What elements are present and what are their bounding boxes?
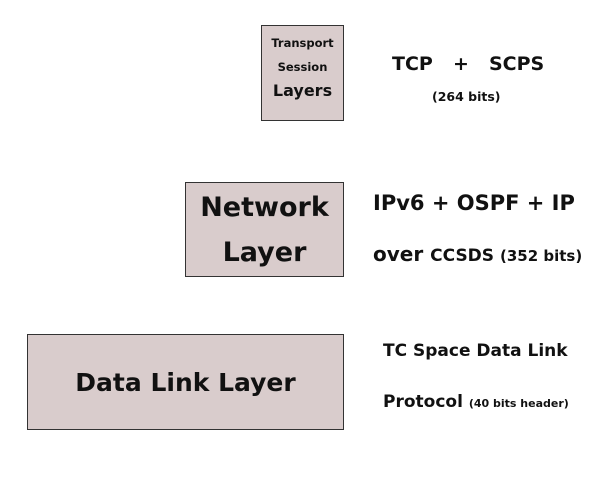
ccsds-label: CCSDS [430, 246, 500, 266]
network-label: Network [200, 191, 329, 223]
network-layer-label: Layer [222, 236, 307, 268]
network-layer-box: Network Layer [185, 182, 344, 277]
transport-label: Transport [271, 36, 334, 50]
network-over-line: over CCSDS (352 bits) [373, 242, 582, 266]
over-label: over [373, 242, 431, 266]
tcp-label: TCP [392, 53, 433, 75]
transport-session-layers-box: Transport Session Layers [261, 25, 344, 121]
session-label: Session [277, 60, 328, 74]
tc-space-data-link-label: TC Space Data Link [383, 341, 568, 361]
scps-label: SCPS [489, 53, 545, 75]
data-link-layer-box: Data Link Layer [27, 334, 344, 430]
datalink-bits-label: (40 bits header) [468, 397, 569, 410]
network-protocols-label: IPv6 + OSPF + IP [373, 191, 575, 215]
tcp-scps-plus: + [453, 53, 469, 75]
layers-label: Layers [272, 81, 333, 100]
network-bits-label: (352 bits) [499, 247, 583, 265]
data-link-label: Data Link Layer [75, 367, 296, 397]
protocol-line: Protocol (40 bits header) [383, 392, 569, 412]
protocol-label: Protocol [383, 392, 469, 412]
transport-bits-label: (264 bits) [432, 89, 501, 104]
